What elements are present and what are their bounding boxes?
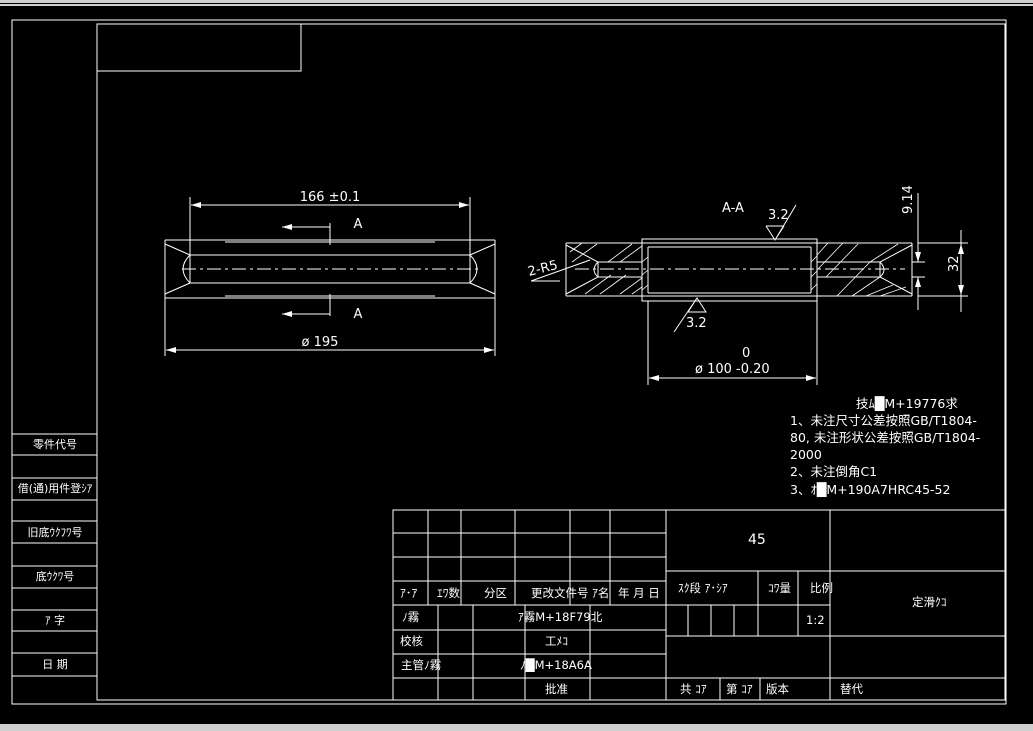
- section-mark-bottom: A: [354, 307, 363, 322]
- dimension-914: 9.14: [901, 185, 916, 214]
- side-label-column: [12, 433, 97, 677]
- side-label-old-drawing: 旧底ｳｸﾌﾜ号: [28, 525, 83, 539]
- side-label-drawing-no: 底ｳｸﾜ号: [36, 569, 75, 583]
- radius-callout: 2-R5: [526, 258, 559, 280]
- top-border-strip: [0, 0, 1033, 6]
- rev-header-zone: 分区: [484, 586, 507, 600]
- approve-label: 批准: [545, 682, 568, 696]
- rev-header-date: 年 月 日: [618, 586, 660, 600]
- note-title: 技ﾑ█M+19776求: [856, 396, 958, 412]
- rev-header-count: ｴﾜ数: [437, 586, 460, 600]
- stage-header: ｽｸ段 ｱ･ｼｱ: [678, 581, 728, 595]
- weight-header: ｺﾜ量: [768, 581, 791, 595]
- supervisor-label: 主管ﾉ霧: [401, 658, 442, 672]
- supervisor-value: ﾉ█M+18A6A: [520, 658, 592, 672]
- check-label: 校核: [400, 634, 423, 648]
- design-label: ﾉ霧: [402, 610, 420, 624]
- rev-header-doc: 更改文件号 ｱ名: [531, 586, 609, 600]
- technical-notes: 技ﾑ█M+19776求 1、未注尺寸公差按照GB/T1804- 80, 未注形状…: [790, 396, 980, 498]
- bottom-border-strip: [0, 724, 1033, 731]
- pulley-side-view: [164, 197, 496, 356]
- rev-header-mark: ｱ･ｱ: [400, 586, 417, 600]
- process-label: 工ﾒｺ: [545, 634, 568, 648]
- part-name-cell: 定滑ｸｺ: [912, 595, 947, 609]
- title-block: [392, 509, 1006, 701]
- note-line-4: 2、未注倒角C1: [790, 464, 877, 479]
- material-cell: 45: [748, 532, 766, 548]
- roughness-top: 3.2: [768, 208, 789, 223]
- note-line-1: 1、未注尺寸公差按照GB/T1804-: [790, 413, 977, 428]
- dimension-32: 32: [947, 255, 962, 272]
- drawing-frame: [11, 19, 1007, 705]
- version-label: 版本: [766, 682, 789, 696]
- left-width-dimension: 166 ±0.1: [300, 190, 361, 205]
- side-label-borrowed: 借(通)用件登ｼｱ: [18, 481, 93, 495]
- cad-drawing-canvas: 零件代号 借(通)用件登ｼｱ 旧底ｳｸﾌﾜ号 底ｳｸﾜ号 ｱ 字 日 期: [11, 19, 1007, 705]
- total-sheets-label: 共 ｺｱ: [680, 682, 707, 696]
- scale-value: 1:2: [806, 613, 825, 627]
- side-label-part-code: 零件代号: [33, 438, 77, 451]
- note-line-3: 2000: [790, 447, 822, 462]
- side-label-date: 日 期: [42, 658, 68, 671]
- section-title: A-A: [722, 201, 744, 216]
- dimension-dia100: ø 100 -0.20: [695, 362, 770, 377]
- side-label-signature: ｱ 字: [45, 613, 65, 627]
- page-label: 第 ｺｱ: [726, 682, 753, 696]
- replace-label: 替代: [840, 682, 863, 696]
- dimension-tolerance-upper: 0: [742, 346, 750, 361]
- left-diameter-dimension: ø 195: [302, 335, 339, 350]
- note-line-2: 80, 未注形状公差按照GB/T1804-: [790, 430, 980, 445]
- scale-header: 比例: [810, 581, 833, 595]
- roughness-bottom: 3.2: [686, 316, 707, 331]
- pulley-section-view: [530, 193, 968, 385]
- section-mark-top: A: [354, 217, 363, 232]
- note-line-5: 3、ｵ█M+190A7HRC45-52: [790, 482, 950, 498]
- design-value: ｱ霧M+18F79北: [518, 610, 603, 624]
